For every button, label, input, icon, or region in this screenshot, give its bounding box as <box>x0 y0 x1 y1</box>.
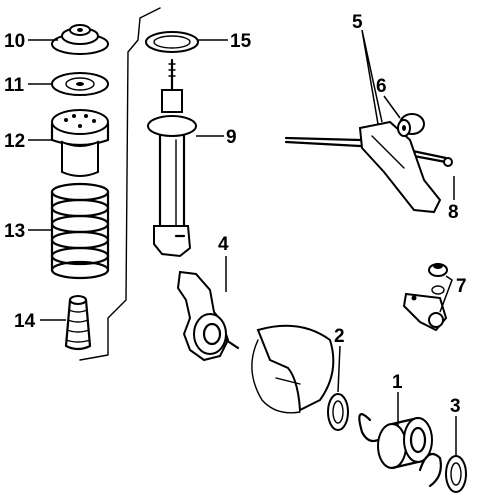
callout-6: 6 <box>376 76 387 97</box>
callout-4: 4 <box>218 234 229 255</box>
callout-9: 9 <box>226 127 237 148</box>
part-2-seal <box>327 393 349 431</box>
snap-ring-right <box>418 452 442 488</box>
callout-8: 8 <box>448 202 459 223</box>
part-15-insulator <box>145 31 199 53</box>
part-13-coil-spring <box>50 182 110 280</box>
parts-group-bracket <box>79 7 161 361</box>
callout-3: 3 <box>450 396 461 417</box>
part-1-wheel-bearing <box>377 416 433 470</box>
part-10-strut-mount <box>51 24 109 55</box>
callout-13: 13 <box>4 221 25 242</box>
snap-ring-left <box>358 413 380 443</box>
part-14-jounce-bumper <box>64 295 92 351</box>
callout-14: 14 <box>14 311 36 332</box>
callout-1: 1 <box>392 372 403 393</box>
part-4-knuckle <box>176 270 240 362</box>
part-7-ball-joint <box>402 263 448 332</box>
part-5-control-arm <box>284 120 453 214</box>
part-11-bearing-plate <box>51 72 109 96</box>
callout-labels: 10 11 12 13 14 15 9 4 5 6 8 7 2 1 3 <box>4 12 467 417</box>
part-12-spring-seat <box>50 109 110 177</box>
brake-splash-shield <box>251 324 335 414</box>
callout-7: 7 <box>456 276 467 297</box>
callout-11: 11 <box>4 75 25 96</box>
leader-lines <box>28 29 457 456</box>
part-6-bushing <box>397 113 425 137</box>
callout-15: 15 <box>230 31 252 52</box>
callout-2: 2 <box>334 326 345 347</box>
callout-5: 5 <box>352 12 363 33</box>
callout-12: 12 <box>4 131 25 152</box>
part-9-strut <box>147 58 197 258</box>
callout-10: 10 <box>4 31 25 52</box>
part-3-seal <box>445 455 467 493</box>
